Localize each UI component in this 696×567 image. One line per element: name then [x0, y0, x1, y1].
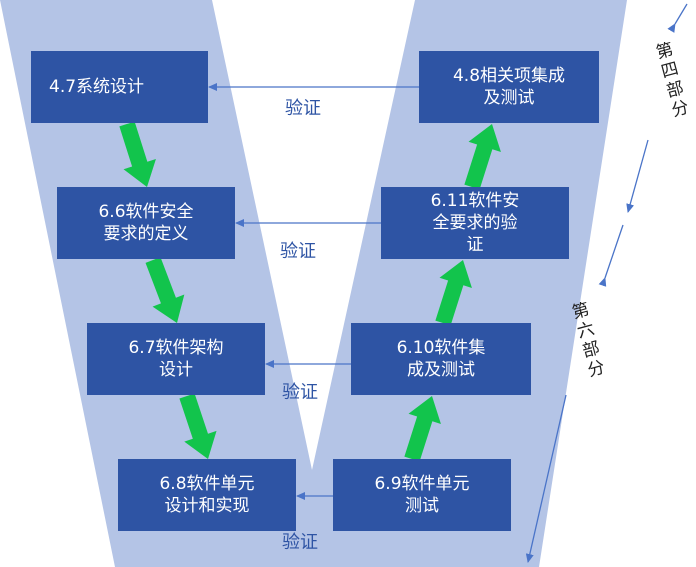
flow-arrow-down-2 — [145, 257, 185, 323]
flow-arrow-down-1 — [119, 121, 156, 187]
box-software-architecture-design: 6.7软件架构 设计 — [87, 323, 265, 395]
flow-arrow-up-1 — [404, 396, 441, 462]
verify-label-3: 验证 — [282, 382, 318, 403]
flow-arrow-up-3 — [464, 124, 501, 190]
flow-arrow-down-3 — [179, 393, 217, 459]
verify-label-2: 验证 — [280, 241, 316, 262]
section-six-arrow-bottom — [525, 394, 567, 563]
section-four-arrow-bottom — [626, 139, 649, 213]
section-six-arrow-top — [598, 224, 624, 287]
box-system-design: 4.7系统设计 — [31, 51, 208, 123]
verify-label-4: 验证 — [282, 532, 318, 553]
box-software-safety-requirements: 6.6软件安全 要求的定义 — [57, 187, 235, 259]
box-software-unit-testing: 6.9软件单元 测试 — [333, 459, 511, 531]
section-four-arrow-top — [667, 3, 688, 33]
box-software-safety-verification: 6.11软件安 全要求的验 证 — [381, 187, 569, 259]
box-software-unit-design: 6.8软件单元 设计和实现 — [118, 459, 296, 531]
box-software-integration-testing: 6.10软件集 成及测试 — [351, 323, 531, 395]
flow-arrow-up-2 — [435, 260, 472, 326]
verify-label-1: 验证 — [285, 98, 321, 119]
box-item-integration-testing: 4.8相关项集成 及测试 — [419, 51, 599, 123]
